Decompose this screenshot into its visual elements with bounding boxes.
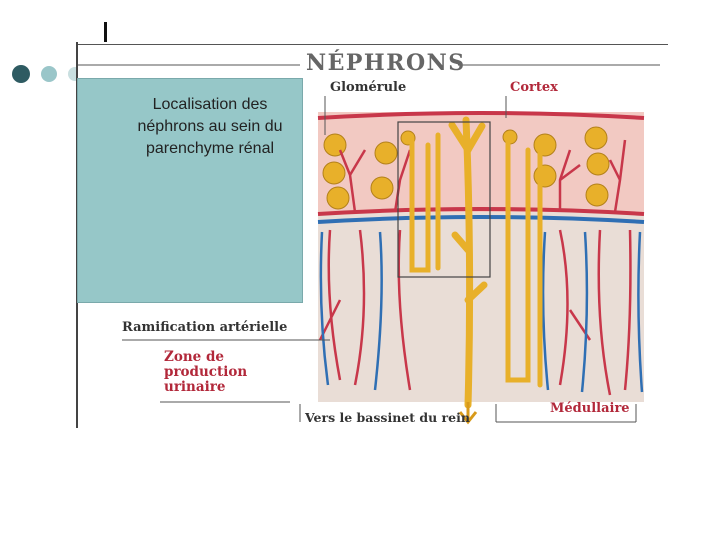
label-ramification: Ramification artérielle [122,320,288,335]
medullary-veins [319,231,644,393]
bullet-dot-dark [12,65,30,83]
label-glomerule: Glomérule [330,80,407,95]
bullet-dot-mid [41,66,57,82]
glomeruli [322,126,610,210]
caption-text: Localisation des néphrons au sein du par… [137,96,283,157]
arcuate-artery [317,207,645,216]
down-arrow-icon [458,402,478,425]
collecting-duct [448,116,488,409]
detail-frame [397,121,491,278]
arcuate-vein [317,215,645,224]
label-cortex: Cortex [510,80,558,95]
label-medullaire: Médullaire [550,401,630,416]
capsule-artery [317,111,645,120]
cortical-arteries [338,139,627,213]
label-bassinet: Vers le bassinet du rein [305,410,470,425]
medullary-arteries [318,229,632,396]
caption-box [77,78,303,303]
label-zone-production: Zone de production urinaire [164,349,248,395]
nephron-tubules [409,132,543,388]
slide-marker [104,22,107,42]
leader-lines [122,96,637,423]
figure-title: NÉPHRONS [306,50,466,76]
figure-top-rule [76,44,668,45]
medulla-region [318,212,644,402]
